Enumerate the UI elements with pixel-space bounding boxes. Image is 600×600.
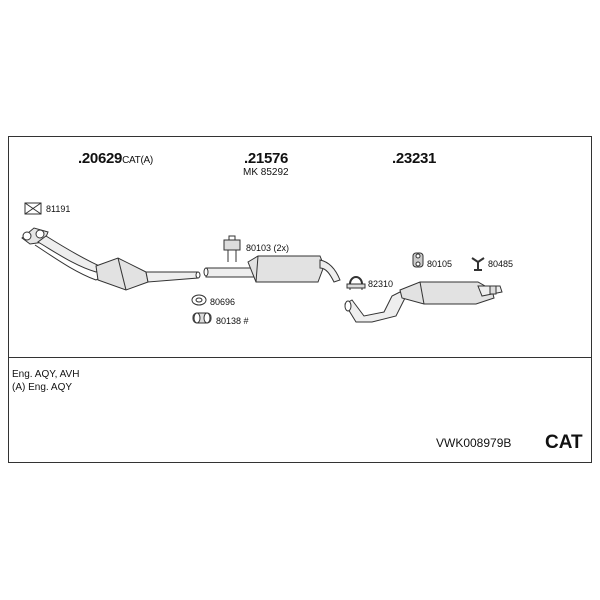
front-pipe-catalyst [21, 227, 201, 291]
kit-code: VWK008979B [436, 436, 512, 450]
rubber-mount-icon [412, 252, 424, 268]
notes-divider [8, 357, 592, 358]
label-80485: 80485 [488, 259, 514, 269]
clamp-icon [24, 202, 42, 215]
part-20629: .20629CAT(A) [78, 150, 153, 167]
hanger-ring-icon [191, 294, 207, 306]
rear-muffler [344, 281, 503, 323]
label-80696: 80696 [210, 297, 236, 307]
diagram-frame [8, 136, 592, 463]
part-21576: .21576 [244, 150, 289, 167]
label-80138: 80138 # [216, 316, 249, 326]
label-82310: 82310 [368, 279, 394, 289]
label-80103: 80103 (2x) [246, 243, 290, 253]
cat-tag: CAT [545, 432, 583, 453]
part-21576-sub: MK 85292 [243, 167, 289, 178]
u-clamp-icon [346, 276, 366, 290]
gasket-icon [192, 312, 212, 324]
note-line-2: (A) Eng. AQY [12, 382, 73, 393]
hook-hanger-icon [471, 257, 485, 271]
note-line-1: Eng. AQY, AVH [12, 369, 80, 380]
bracket-icon [223, 235, 241, 262]
label-80105: 80105 [427, 259, 453, 269]
middle-muffler [203, 255, 341, 283]
label-81191: 81191 [46, 204, 71, 214]
part-23231: .23231 [392, 150, 437, 167]
